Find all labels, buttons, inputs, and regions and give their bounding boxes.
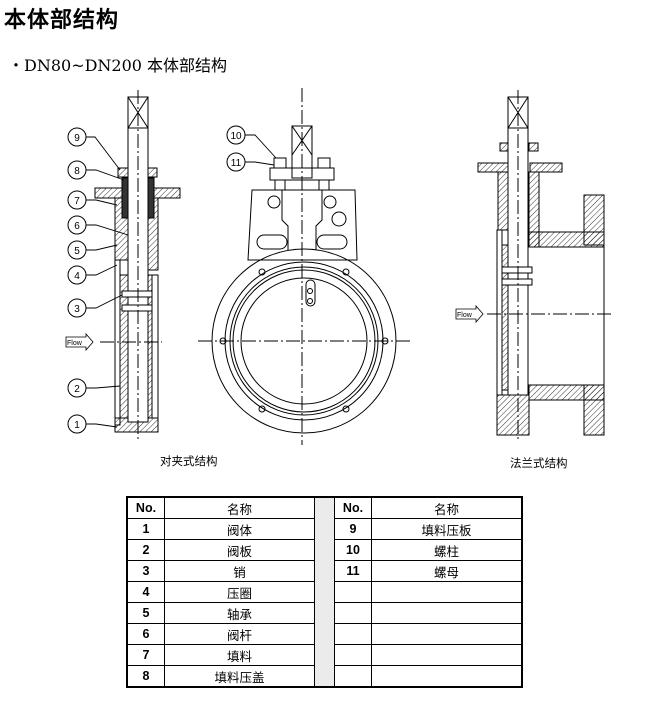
part-no: 1 bbox=[126, 518, 165, 540]
flow-arrow-right: Flow bbox=[455, 304, 484, 324]
svg-text:Flow: Flow bbox=[67, 340, 83, 347]
table-header-row: No. 名称 No. 名称 bbox=[126, 496, 523, 688]
part-name: 填料压板 bbox=[371, 518, 523, 540]
empty-cell bbox=[371, 644, 523, 666]
col-header-no: No. bbox=[334, 496, 372, 519]
callout-11: 11 bbox=[226, 152, 246, 172]
callout-9: 9 bbox=[67, 127, 87, 147]
part-no: 9 bbox=[334, 518, 372, 540]
col-header-name: 名称 bbox=[371, 496, 523, 519]
wafer-front-view bbox=[198, 88, 410, 445]
empty-cell bbox=[334, 665, 372, 688]
callout-1: 1 bbox=[67, 414, 87, 434]
callout-10: 10 bbox=[226, 125, 246, 145]
empty-cell bbox=[334, 602, 372, 624]
empty-cell bbox=[334, 581, 372, 603]
part-no: 2 bbox=[126, 539, 165, 561]
part-no: 3 bbox=[126, 560, 165, 582]
part-name: 阀杆 bbox=[164, 623, 315, 645]
page-title: 本体部结构 bbox=[4, 8, 120, 33]
table-divider bbox=[314, 496, 335, 688]
empty-cell bbox=[334, 644, 372, 666]
part-name: 填料 bbox=[164, 644, 315, 666]
part-no: 6 bbox=[126, 623, 165, 645]
callout-6: 6 bbox=[67, 215, 87, 235]
callout-7: 7 bbox=[67, 190, 87, 210]
part-name: 阀板 bbox=[164, 539, 315, 561]
empty-cell bbox=[371, 623, 523, 645]
flow-arrow-left: Flow bbox=[65, 332, 94, 352]
callout-5: 5 bbox=[67, 240, 87, 260]
part-no: 8 bbox=[126, 665, 165, 688]
svg-text:4: 4 bbox=[74, 271, 80, 282]
empty-cell bbox=[371, 581, 523, 603]
svg-text:5: 5 bbox=[74, 246, 80, 257]
empty-cell bbox=[371, 602, 523, 624]
valve-structure-drawing: 9 8 7 6 5 4 3 2 1 10 11 Flow Flow bbox=[65, 88, 612, 445]
svg-text:9: 9 bbox=[74, 133, 80, 144]
part-name: 填料压盖 bbox=[164, 665, 315, 688]
part-name: 销 bbox=[164, 560, 315, 582]
svg-text:1: 1 bbox=[74, 420, 80, 431]
empty-cell bbox=[371, 665, 523, 688]
flange-section-view bbox=[477, 90, 612, 440]
callout-2: 2 bbox=[67, 378, 87, 398]
callout-4: 4 bbox=[67, 265, 87, 285]
part-name: 阀体 bbox=[164, 518, 315, 540]
callout-8: 8 bbox=[67, 160, 87, 180]
part-name: 压圈 bbox=[164, 581, 315, 603]
caption-flange-type: 法兰式结构 bbox=[510, 456, 568, 470]
part-name: 轴承 bbox=[164, 602, 315, 624]
svg-text:11: 11 bbox=[231, 158, 242, 169]
part-no: 7 bbox=[126, 644, 165, 666]
svg-text:Flow: Flow bbox=[457, 312, 473, 319]
wafer-section-view bbox=[94, 90, 181, 440]
part-name: 螺柱 bbox=[371, 539, 523, 561]
col-header-no: No. bbox=[126, 496, 165, 519]
svg-text:10: 10 bbox=[230, 131, 242, 142]
part-no: 11 bbox=[334, 560, 372, 582]
part-no: 10 bbox=[334, 539, 372, 561]
svg-text:2: 2 bbox=[74, 384, 80, 395]
svg-text:8: 8 bbox=[74, 166, 80, 177]
callout-3: 3 bbox=[67, 298, 87, 318]
part-no: 5 bbox=[126, 602, 165, 624]
svg-text:3: 3 bbox=[74, 304, 80, 315]
part-name: 螺母 bbox=[371, 560, 523, 582]
empty-cell bbox=[334, 623, 372, 645]
svg-text:7: 7 bbox=[74, 196, 80, 207]
svg-text:6: 6 bbox=[74, 221, 80, 232]
col-header-name: 名称 bbox=[164, 496, 315, 519]
section-subtitle: ・DN80~DN200 本体部结构 bbox=[8, 56, 228, 75]
part-no: 4 bbox=[126, 581, 165, 603]
callout-leaders bbox=[86, 134, 277, 428]
caption-wafer-type: 对夹式结构 bbox=[160, 454, 218, 468]
